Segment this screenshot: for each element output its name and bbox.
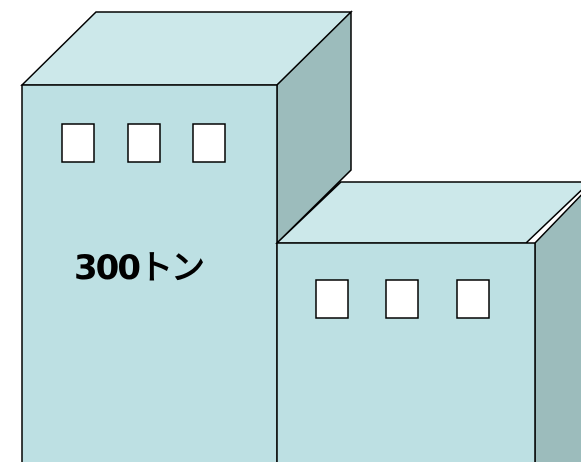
short-block xyxy=(275,181,581,462)
weight-label: 300トン xyxy=(74,248,205,288)
window-tall-1 xyxy=(61,123,95,163)
window-short-1 xyxy=(315,279,349,319)
window-tall-3 xyxy=(192,123,226,163)
tall-block xyxy=(20,10,353,462)
short-block-front-face xyxy=(276,242,536,462)
window-short-2 xyxy=(385,279,419,319)
window-short-3 xyxy=(456,279,490,319)
window-tall-2 xyxy=(127,123,161,163)
